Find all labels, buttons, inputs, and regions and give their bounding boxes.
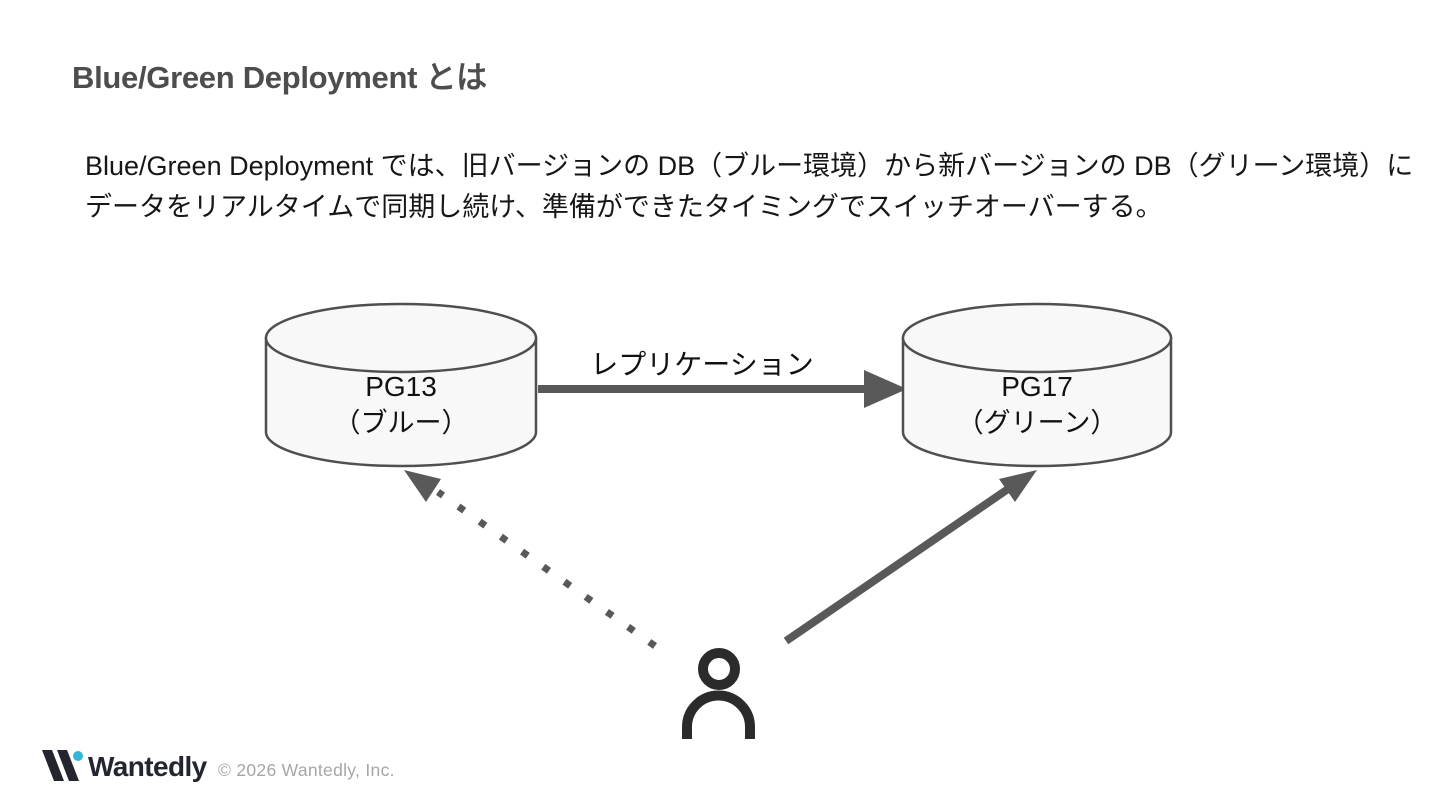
body-text: Blue/Green Deployment では、旧バージョンの DB（ブルー環… [85, 146, 1413, 228]
green-db-cylinder [901, 302, 1173, 468]
switchover-arrowhead-icon [999, 470, 1037, 502]
user-icon-shoulders [682, 690, 755, 739]
wantedly-logo-icon [42, 750, 83, 781]
replication-arrowhead-icon [864, 370, 907, 408]
old-connection-arrowhead-icon [404, 470, 441, 502]
wantedly-logo-stroke-right [57, 750, 79, 781]
wantedly-logo-dot [73, 751, 83, 761]
arrow-heads [404, 370, 1037, 502]
wantedly-logo-text: Wantedly [88, 751, 207, 782]
body-line-2: データをリアルタイムで同期し続け、準備ができたタイミングでスイッチオーバーする。 [85, 192, 1163, 222]
green-db-cylinder-top [901, 302, 1173, 374]
blue-db-env-label: （ブルー） [334, 408, 469, 438]
body-line-1: Blue/Green Deployment では、旧バージョンの DB（ブルー環… [85, 151, 1414, 181]
replication-label: レプリケーション [590, 349, 813, 380]
footer: Wantedly © 2026 Wantedly, Inc. [0, 742, 1440, 802]
blue-db-cylinder-top [264, 302, 538, 374]
switchover-arrow-line [783, 485, 1011, 645]
blue-db-cylinder [264, 302, 538, 468]
wantedly-logo-stroke-left [42, 750, 64, 781]
blue-db-cylinder-body [264, 336, 538, 468]
green-db-cylinder-body [901, 336, 1173, 468]
user-icon-head [698, 648, 740, 690]
blue-db-name: PG13 [365, 371, 437, 402]
copyright-text: © 2026 Wantedly, Inc. [218, 760, 395, 780]
diagram-labels: PG13 （ブルー） PG17 （グリーン） レプリケーション [334, 349, 1118, 438]
green-db-env-label: （グリーン） [957, 408, 1118, 438]
user-icon [682, 648, 755, 739]
old-connection-dotted-line [435, 489, 658, 649]
page-title: Blue/Green Deployment とは [72, 60, 487, 95]
green-db-name: PG17 [1001, 371, 1073, 402]
arrow-lines [435, 385, 1011, 649]
